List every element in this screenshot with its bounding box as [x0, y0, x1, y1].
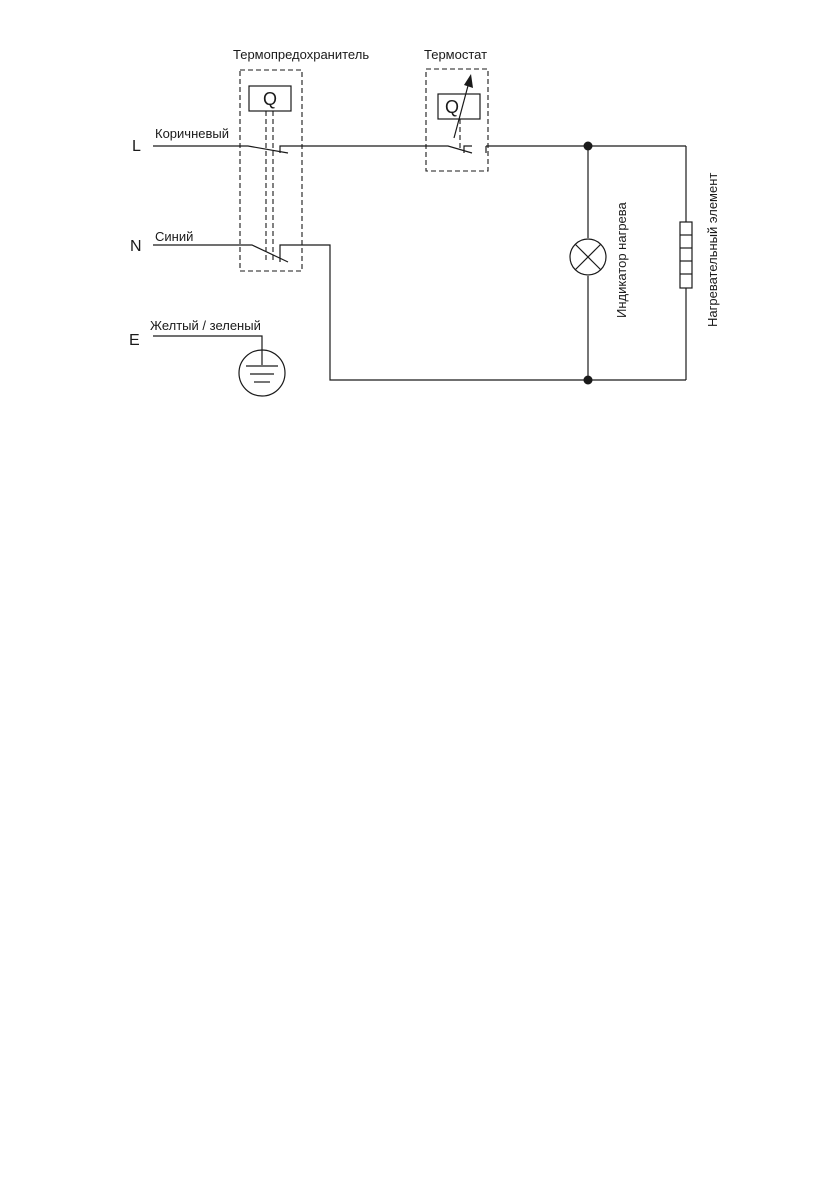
- thermal-fuse-label: Термопредохранитель: [233, 47, 369, 62]
- yellow-green-wire-label: Желтый / зеленый: [150, 318, 261, 333]
- neutral-wire: [153, 244, 686, 381]
- thermal-fuse-q: Q: [263, 89, 277, 109]
- thermostat-box: [425, 68, 489, 172]
- thermostat-q: Q: [445, 97, 459, 117]
- terminal-e: E: [129, 332, 140, 349]
- heat-indicator-lamp: [569, 146, 607, 380]
- live-wire: [153, 145, 686, 154]
- thermostat-label: Термостат: [424, 47, 487, 62]
- thermal-fuse-sensor: [248, 85, 292, 112]
- heating-element: [679, 146, 693, 380]
- terminal-n: N: [130, 238, 142, 255]
- heat-indicator-label: Индикатор нагрева: [614, 201, 629, 318]
- ground-symbol: [153, 335, 286, 397]
- thermostat: Q: [425, 68, 489, 172]
- brown-wire-label: Коричневый: [155, 126, 229, 141]
- thermal-fuse-box: [239, 69, 303, 272]
- blue-wire-label: Синий: [155, 229, 193, 244]
- heating-element-label: Нагревательный элемент: [705, 173, 720, 327]
- terminal-l: L: [132, 138, 141, 155]
- thermal-fuse: Q: [239, 69, 303, 272]
